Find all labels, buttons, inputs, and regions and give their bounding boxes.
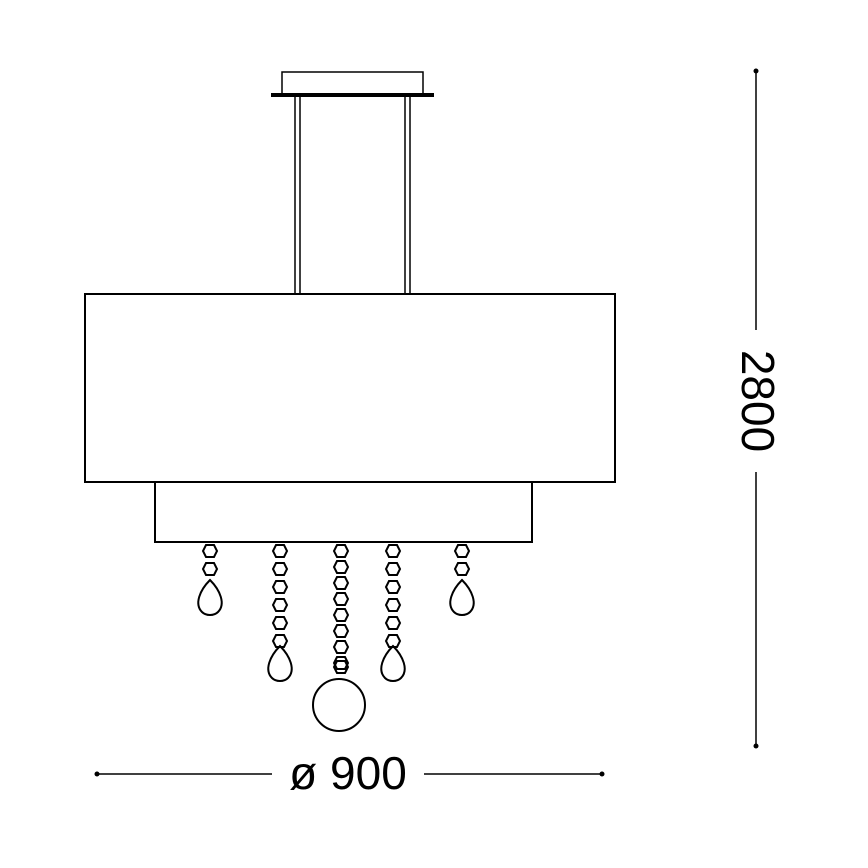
crystal-strand-5 [449,544,475,616]
upper-drum-shade [84,293,616,483]
width-dimension-label: ø 900 [289,747,407,799]
crystal-strand-4 [380,544,406,682]
ceiling-canopy [271,71,434,97]
crystal-strand-3 [312,544,366,732]
lower-drum-shade [154,481,533,543]
crystal-strand-1 [197,544,223,616]
crystal-strands [197,544,475,732]
height-dimension-start-dot [753,68,759,74]
height-dimension-end-dot [753,743,759,749]
crystal-strand-2 [267,544,293,682]
width-dimension-end-dot [599,771,605,777]
height-dimension-label: 2800 [732,350,784,452]
width-dimension-start-dot [94,771,100,777]
suspension-rods [294,97,411,294]
